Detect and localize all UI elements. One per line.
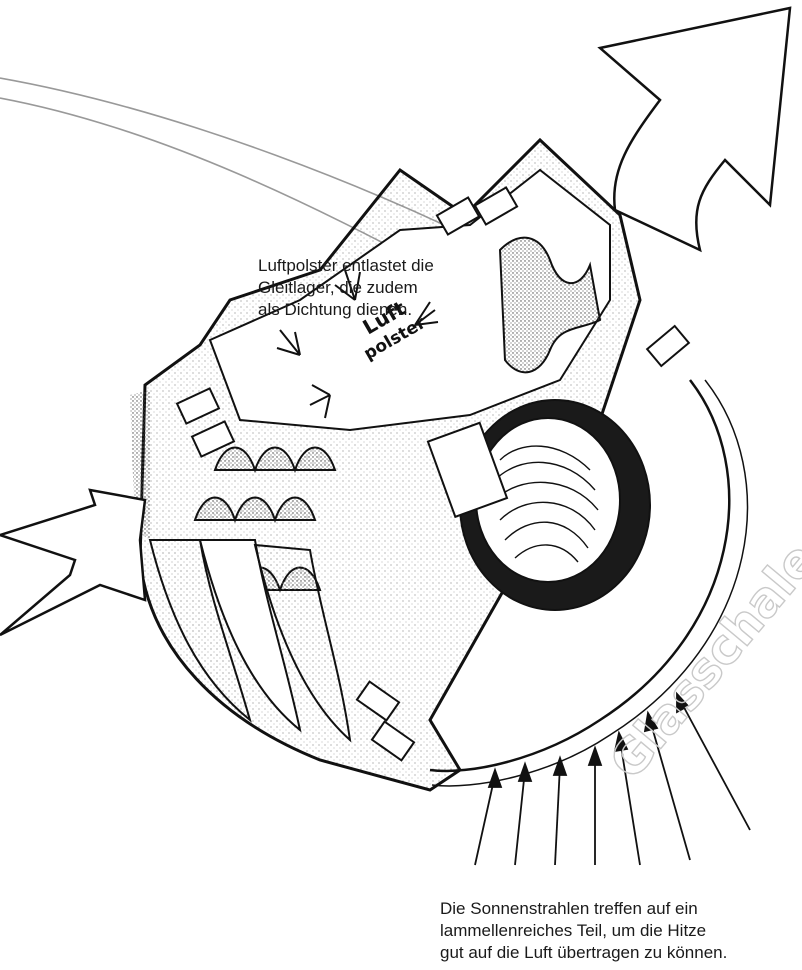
caption-air-line-3: als Dichtung dienen. [258,299,434,321]
sun-ray-2 [515,764,531,865]
sun-ray-3 [554,758,566,865]
caption-sun-line-3: gut auf die Luft übertragen zu können. [440,942,727,964]
bearing-right [647,326,689,366]
caption-air-cushion: Luftpolster entlastet die Gleitlager, di… [258,255,434,321]
outlet-arrow [600,8,790,250]
inlet-arrow [0,490,145,635]
sun-ray-4 [589,748,601,865]
caption-air-line-2: Gleitlager, die zudem [258,277,434,299]
caption-air-line-1: Luftpolster entlastet die [258,255,434,277]
caption-sun-line-1: Die Sonnenstrahlen treffen auf ein [440,898,727,920]
sun-ray-arrows [475,694,750,865]
caption-sun-line-2: lammellenreiches Teil, um die Hitze [440,920,727,942]
caption-sun-rays: Die Sonnenstrahlen treffen auf ein lamme… [440,898,727,964]
